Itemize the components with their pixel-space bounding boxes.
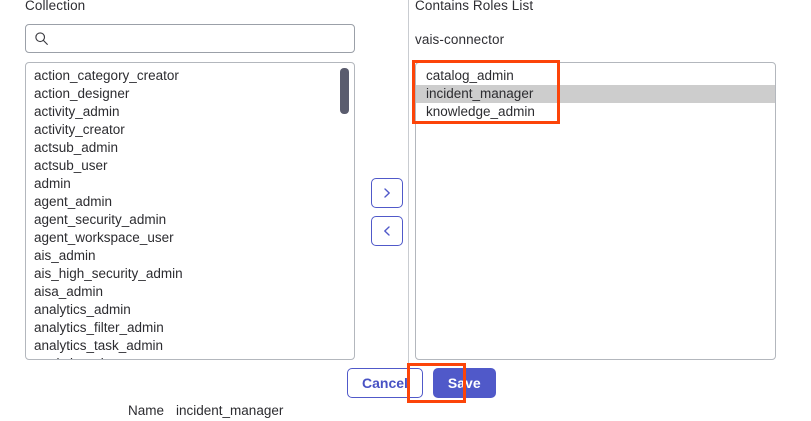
role-option[interactable]: knowledge_admin	[426, 104, 535, 119]
collection-option[interactable]: agent_workspace_user	[34, 230, 174, 245]
collection-search-box[interactable]	[25, 24, 355, 53]
collection-scrollbar-thumb[interactable]	[340, 68, 349, 114]
collection-option[interactable]: agent_security_admin	[34, 212, 167, 227]
chevron-right-icon	[381, 187, 393, 199]
collection-option[interactable]: ais_high_security_admin	[34, 266, 183, 281]
collection-option[interactable]: actsub_user	[34, 158, 108, 173]
name-row: Name incident_manager	[128, 403, 283, 418]
save-button[interactable]: Save	[432, 368, 496, 398]
collection-option[interactable]: admin	[34, 176, 71, 191]
collection-option[interactable]: ais_admin	[34, 248, 96, 263]
collection-option[interactable]: actsub_admin	[34, 140, 119, 155]
remove-role-button[interactable]	[371, 216, 403, 246]
collection-option[interactable]: analytics_task_admin	[34, 338, 164, 353]
collection-option[interactable]: analytics_viewer	[26, 355, 354, 359]
scope-name-text: vais-connector	[415, 32, 505, 47]
collection-option[interactable]: activity_admin	[34, 104, 120, 119]
name-value: incident_manager	[176, 403, 284, 418]
transfer-button-group	[371, 178, 405, 246]
collection-option[interactable]: activity_creator	[34, 122, 125, 137]
collection-option[interactable]: action_designer	[34, 86, 130, 101]
name-label: Name	[128, 403, 165, 418]
collection-option[interactable]: analytics_filter_admin	[34, 320, 164, 335]
collection-option[interactable]: aisa_admin	[34, 284, 104, 299]
contains-roles-list-label: Contains Roles List	[415, 0, 534, 13]
footer-actions: Cancel Save	[347, 368, 496, 398]
search-icon	[34, 31, 49, 46]
collection-scrollbar-track[interactable]	[340, 65, 352, 357]
add-role-button[interactable]	[371, 178, 403, 208]
role-option[interactable]: catalog_admin	[426, 68, 514, 83]
collection-option[interactable]: action_category_creator	[34, 68, 179, 83]
role-option-selected[interactable]: incident_manager	[416, 85, 775, 103]
column-divider	[408, 0, 409, 378]
collection-option[interactable]: analytics_admin	[34, 302, 131, 317]
collection-label: Collection	[25, 0, 86, 13]
cancel-button[interactable]: Cancel	[347, 368, 423, 398]
collection-search-input[interactable]	[55, 25, 346, 52]
collection-option[interactable]: agent_admin	[34, 194, 113, 209]
chevron-left-icon	[381, 225, 393, 237]
